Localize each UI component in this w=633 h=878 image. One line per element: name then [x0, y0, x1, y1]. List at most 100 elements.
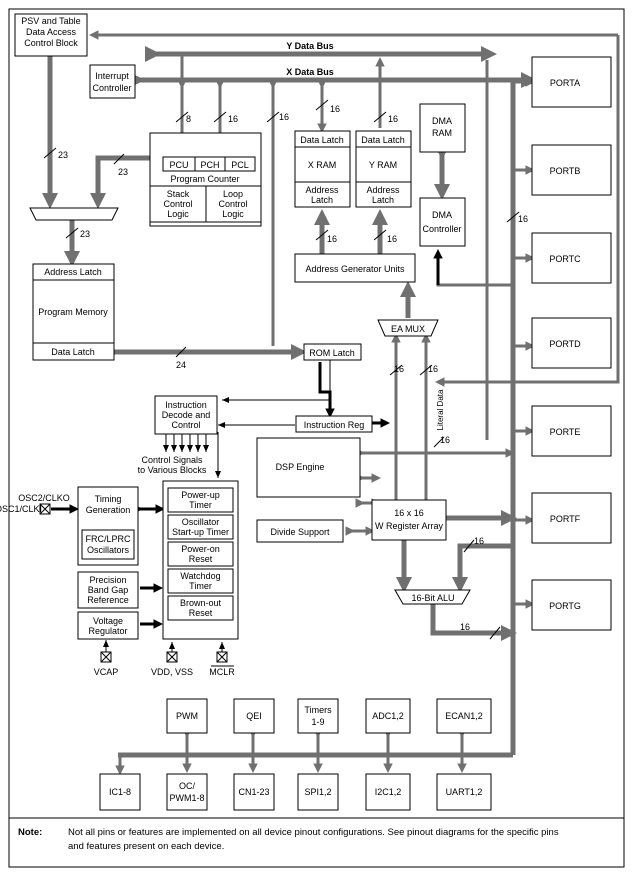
portb-label: PORTB: [550, 166, 581, 176]
band-gap-reference: [77, 571, 139, 609]
pwm-box: [166, 698, 208, 734]
bandgap-label-3: Reference: [87, 595, 129, 605]
yram-address-label-2: Latch: [372, 195, 394, 205]
xram-label: X RAM: [308, 160, 337, 170]
literal-data-label: Literal Data: [436, 389, 445, 430]
reset-block-4: [167, 595, 234, 621]
decode-label-2: Decode and: [162, 410, 211, 420]
pcu-width-label: 8: [186, 114, 191, 124]
agu-label: Address Generator Units: [305, 264, 405, 274]
reset-block-2: [167, 541, 234, 567]
pcu-label: PCU: [169, 160, 188, 170]
portc-box: [531, 232, 612, 284]
control-signals-label-1: Control Signals: [141, 455, 203, 465]
psv-block: [14, 13, 88, 57]
timing-label-1: Timing: [95, 494, 122, 504]
pc-to-mux: [90, 155, 150, 209]
loop-label-2: Control: [218, 199, 247, 209]
reset-block-3-label-1: Timer: [189, 581, 212, 591]
timers-label-1: Timers: [304, 705, 332, 715]
y-ram-block: [355, 130, 412, 208]
x-ram-block: [294, 130, 351, 208]
porte-label: PORTE: [550, 427, 581, 437]
portf-label: PORTF: [550, 514, 581, 524]
ecan-label: ECAN1,2: [445, 711, 483, 721]
stack-label-2: Control: [163, 199, 192, 209]
divide-support: [256, 519, 344, 543]
instruction-reg: [295, 415, 373, 433]
mclr-pin-symbol: [216, 651, 228, 663]
literal-width-label-2: 16: [428, 364, 438, 374]
xram-width-label: 16: [330, 104, 340, 114]
reset-block-2-label-1: Reset: [189, 554, 213, 564]
instruction-decode: [154, 395, 218, 435]
dsp-width-label: 16: [440, 435, 450, 445]
interrupt-label-2: Controller: [92, 83, 131, 93]
interrupt-label-1: Interrupt: [95, 71, 129, 81]
qei-label: QEI: [246, 711, 262, 721]
rom-to-ireg: [318, 362, 335, 418]
xram-data-latch-label: Data Latch: [300, 135, 344, 145]
uart-box: [436, 773, 492, 811]
yram-label: Y RAM: [369, 160, 397, 170]
diagram-frame: [8, 8, 625, 868]
dma-ram-label-2: RAM: [432, 128, 452, 138]
frc-label-1: FRC/LPRC: [85, 534, 131, 544]
stack-label-3: Logic: [167, 209, 189, 219]
instruction-reg-label: Instruction Reg: [304, 420, 365, 430]
porta-label: PORTA: [550, 78, 580, 88]
psv-loop-right: [435, 35, 620, 387]
mux-pm-width-label: 23: [80, 229, 90, 239]
vcap-pin-symbol: [100, 651, 112, 663]
portb-box: [531, 144, 612, 196]
dsp-engine: [256, 437, 361, 498]
vdd-vss-label: VDD, VSS: [151, 667, 193, 677]
control-signals-label-2: to Various Blocks: [138, 465, 207, 475]
blocks: [14, 13, 612, 811]
bandgap-label-2: Band Gap: [88, 585, 129, 595]
ic-label: IC1-8: [109, 787, 131, 797]
loop-control-logic: [205, 185, 262, 223]
loop-label-3: Logic: [222, 209, 244, 219]
y-agu-width-label: 16: [387, 234, 397, 244]
pch-label: PCH: [200, 160, 219, 170]
xram-address-label-1: Address: [305, 185, 339, 195]
psv-bus-width-label: 23: [58, 150, 68, 160]
reset-block-0-label-1: Timer: [189, 500, 212, 510]
interrupt-controller: [89, 64, 136, 99]
mclr-label: MCLR: [209, 667, 235, 677]
program-memory-label: Program Memory: [38, 307, 108, 317]
x-agu-width-label: 16: [327, 234, 337, 244]
spi-box: [297, 773, 339, 811]
reset-block-0: [167, 487, 234, 513]
dma-ram-label-1: DMA: [432, 116, 452, 126]
reset-block-3-label-0: Watchdog: [180, 571, 220, 581]
adc-box: [365, 698, 411, 734]
labels: PSV and Table Data Access Control Block …: [0, 16, 581, 852]
timing-label-2: Generation: [86, 505, 131, 515]
yram-data-latch-label: Data Latch: [361, 135, 405, 145]
dma-controller-bus: [436, 255, 513, 287]
portf-box: [531, 492, 612, 544]
oc-box: [166, 773, 208, 811]
i2c-label: I2C1,2: [375, 787, 402, 797]
porta-box: [531, 56, 612, 108]
decode-label-1: Instruction: [165, 400, 207, 410]
alu: [394, 589, 471, 605]
vreg-label-2: Regulator: [88, 626, 127, 636]
alu-label: 16-Bit ALU: [411, 593, 454, 603]
rom-to-decode: [222, 355, 331, 403]
xram-address-label-2: Latch: [311, 195, 333, 205]
timers-label-2: 1-9: [311, 717, 324, 727]
pm-data-latch-label: Data Latch: [51, 347, 95, 357]
timers-box: [297, 698, 339, 734]
i2c-box: [365, 773, 411, 811]
pcl-label: PCL: [231, 160, 249, 170]
alu-out-width-label: 16: [460, 622, 470, 632]
control-arrows: [51, 249, 443, 652]
wreg-label-1: 16 x 16: [394, 508, 424, 518]
pcl-register: [224, 156, 256, 172]
dsp-engine-label: DSP Engine: [276, 462, 325, 472]
